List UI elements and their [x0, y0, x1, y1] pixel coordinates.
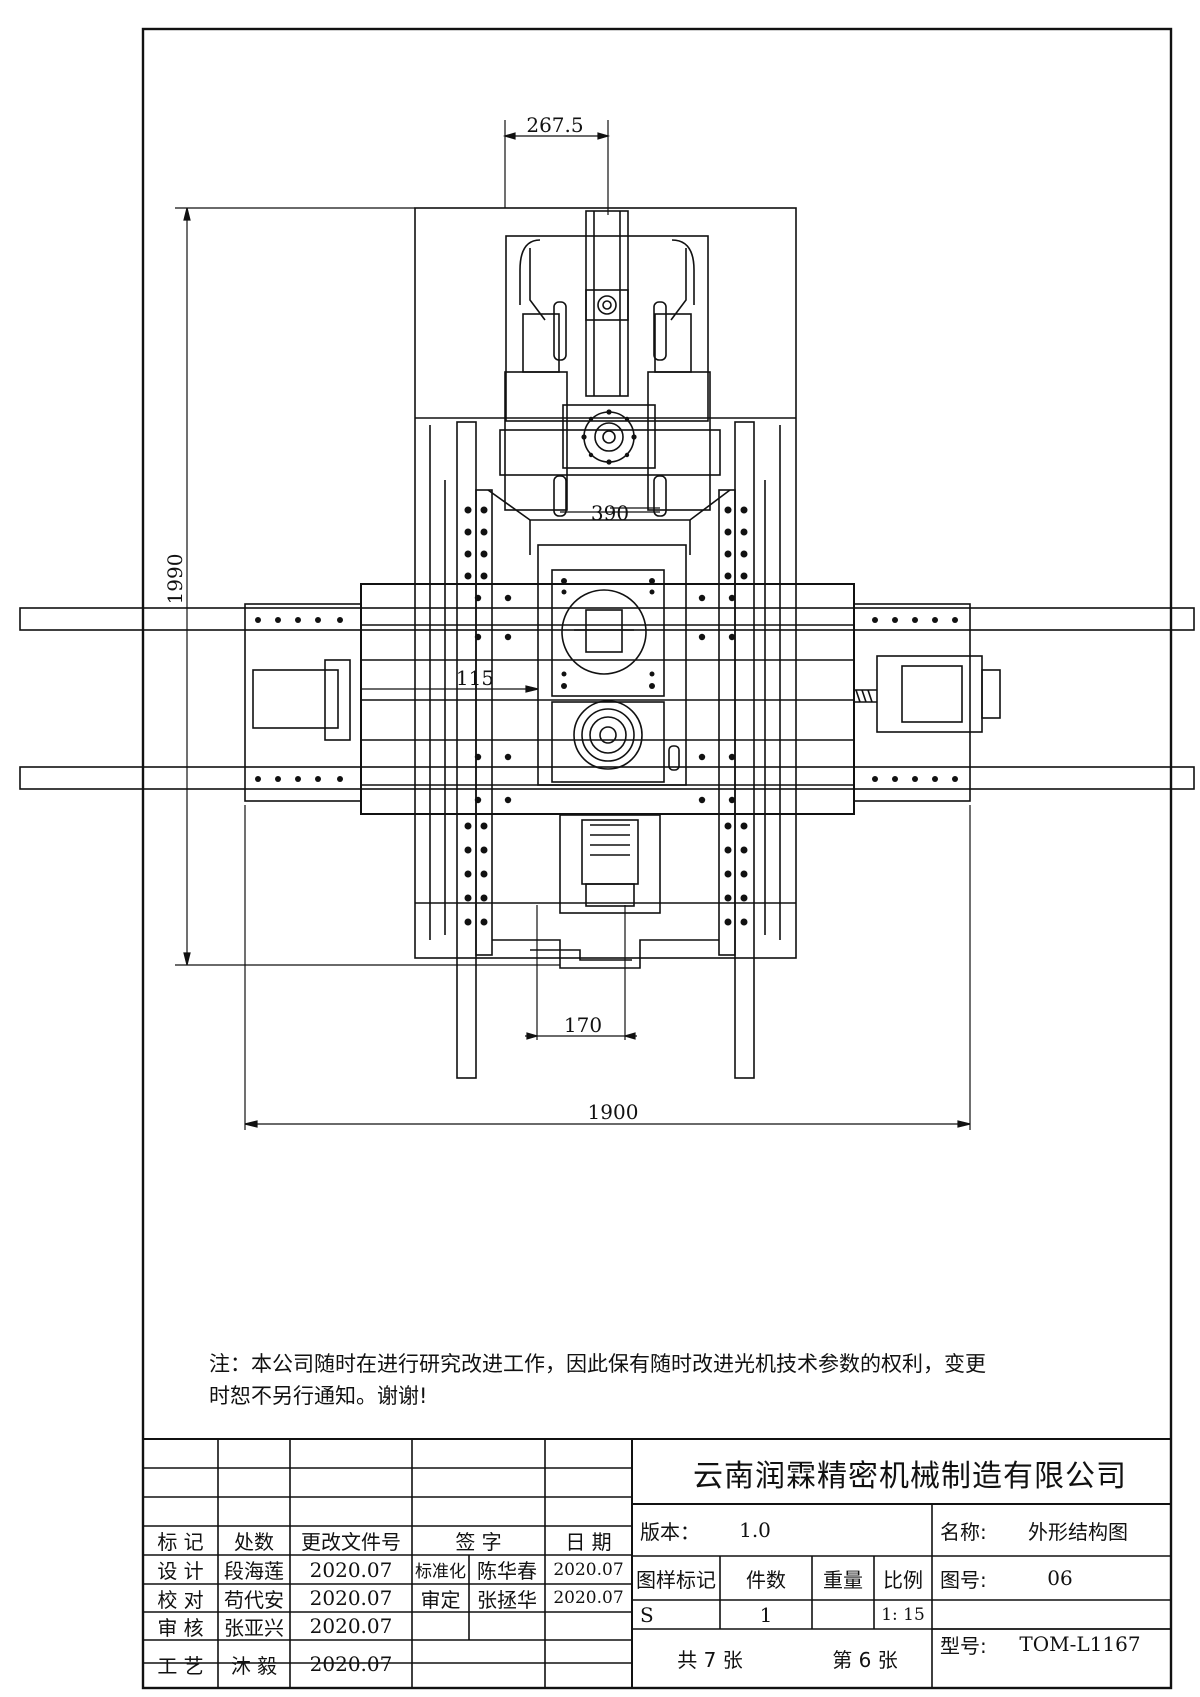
role-process: 工 艺	[157, 1653, 204, 1678]
company-name: 云南润霖精密机械制造有限公司	[693, 1459, 1127, 1494]
carriage-bolts	[561, 578, 655, 689]
header-signature: 签 字	[455, 1530, 502, 1554]
model-value: TOM-L1167	[1019, 1632, 1141, 1656]
dim-overall-width: 1900	[587, 1100, 639, 1124]
center-carriage	[537, 544, 687, 914]
date-review: 2020.07	[309, 1614, 393, 1638]
weight-label: 重量	[823, 1567, 863, 1592]
pattern-mark-label: 图样标记	[636, 1567, 716, 1592]
dim-overall-height: 1990	[163, 553, 187, 605]
version-label: 版本：	[640, 1519, 700, 1544]
name-check: 苟代安	[224, 1587, 284, 1612]
name-approval: 张拯华	[477, 1587, 537, 1612]
name-standardization: 陈华春	[477, 1559, 537, 1583]
name-process: 沐 毅	[230, 1653, 278, 1678]
right-rail-bolts	[724, 506, 748, 926]
drawing-no-label: 图号:	[940, 1567, 987, 1592]
role-standardization: 标准化	[415, 1562, 466, 1582]
header-location: 处数	[234, 1530, 274, 1554]
x-axis-rails	[19, 603, 1195, 802]
dim-carriage-width: 390	[590, 501, 630, 525]
scale-label: 比例	[883, 1567, 923, 1592]
disclaimer-note: 注：本公司随时在进行研究改进工作，因此保有随时改进光机技术参数的权利，变更 时恕…	[209, 1348, 1109, 1412]
header-change-doc: 更改文件号	[301, 1530, 401, 1554]
date-process: 2020.07	[309, 1652, 393, 1676]
dim-top-width: 267.5	[526, 113, 584, 137]
dim-bottom-offset: 170	[563, 1013, 603, 1037]
role-design: 设 计	[157, 1559, 204, 1583]
name-value: 外形结构图	[1028, 1519, 1128, 1544]
scale-value: 1: 15	[881, 1604, 925, 1625]
quantity-label: 件数	[746, 1567, 786, 1592]
version-value: 1.0	[739, 1518, 771, 1542]
pattern-mark-value: S	[640, 1602, 654, 1627]
role-approval: 审定	[420, 1587, 461, 1612]
note-line-1: 注：本公司随时在进行研究改进工作，因此保有随时改进光机技术参数的权利，变更	[209, 1352, 986, 1376]
dimension-lines	[175, 120, 971, 1130]
total-sheets: 共 7 张	[677, 1648, 743, 1672]
note-line-2: 时恕不另行通知。谢谢!	[209, 1384, 428, 1408]
name-review: 张亚兴	[224, 1615, 284, 1640]
name-design: 段海莲	[224, 1559, 284, 1583]
drawing-no-value: 06	[1047, 1566, 1073, 1590]
date-check: 2020.07	[309, 1586, 393, 1610]
date-design: 2020.07	[309, 1557, 393, 1582]
dim-offset-left: 115	[455, 666, 495, 690]
role-review: 审 核	[157, 1615, 204, 1640]
spindle-head	[487, 210, 731, 555]
left-rail-bolts	[464, 506, 488, 926]
date-approval: 2020.07	[553, 1588, 624, 1608]
column-base	[414, 207, 797, 1079]
model-label: 型号:	[940, 1633, 987, 1658]
role-check: 校 对	[157, 1587, 204, 1612]
title-block-grid	[142, 1438, 1172, 1689]
header-mark: 标 记	[157, 1530, 204, 1554]
spindle-head-bolts	[581, 409, 637, 465]
table-bolts	[474, 594, 736, 804]
x-rail-bolts	[255, 617, 958, 782]
header-date: 日 期	[565, 1530, 612, 1554]
date-standardization: 2020.07	[553, 1559, 624, 1580]
sheet-number: 第 6 张	[832, 1648, 898, 1672]
quantity-value: 1	[759, 1602, 773, 1627]
name-label: 名称:	[940, 1519, 987, 1544]
